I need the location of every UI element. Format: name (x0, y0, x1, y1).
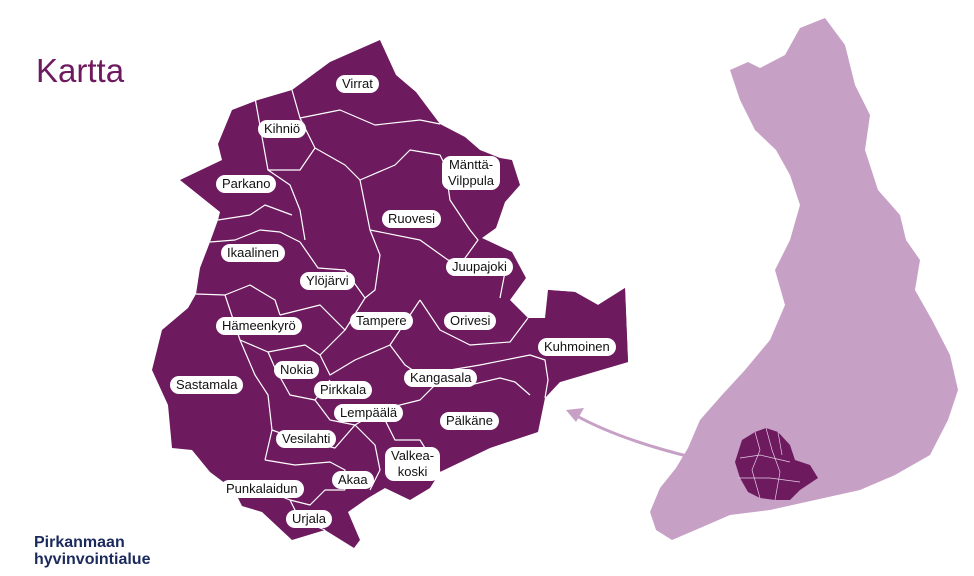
page-title: Kartta (36, 52, 125, 89)
label-ylojarvi: Ylöjärvi (300, 272, 355, 290)
label-sastamala: Sastamala (170, 376, 244, 394)
label-vesilahti: Vesilahti (276, 430, 337, 448)
label-parkano: Parkano (216, 175, 277, 193)
logo-line-2: hyvinvointialue (34, 551, 151, 568)
label-urjala: Urjala (286, 510, 332, 528)
pointer-arrow (574, 413, 696, 460)
label-nokia: Nokia (274, 361, 320, 379)
label-kuhmoinen: Kuhmoinen (538, 338, 616, 356)
label-lempaala: Lempäälä (334, 404, 404, 422)
pointer-arrowhead (566, 408, 584, 422)
label-punkalaidun: Punkalaidun (220, 480, 304, 498)
logo-line-1: Pirkanmaan (34, 534, 125, 551)
finland-silhouette (650, 18, 958, 540)
organization-logo: Pirkanmaan hyvinvointialue (34, 534, 150, 568)
label-pirkkala: Pirkkala (314, 381, 373, 399)
kuhmoinen-region-shape (545, 288, 628, 382)
label-palkane: Pälkäne (440, 412, 499, 430)
label-hameenkyro: Hämeenkyrö (216, 317, 302, 335)
label-valkeakoski: Valkea- koski (385, 447, 441, 481)
label-kangasala: Kangasala (404, 369, 478, 387)
label-juupajoki: Juupajoki (446, 258, 513, 276)
label-kihnio: Kihniö (258, 120, 307, 138)
label-ruovesi: Ruovesi (382, 210, 441, 228)
label-tampere: Tampere (350, 312, 413, 330)
label-orivesi: Orivesi (444, 312, 497, 330)
label-virrat: Virrat (336, 75, 379, 93)
finland-pirkanmaa-borders (738, 427, 801, 501)
label-ikaalinen: Ikaalinen (221, 244, 286, 262)
label-akaa: Akaa (332, 471, 374, 489)
label-mantta-vilppula: Mänttä- Vilppula (442, 156, 501, 190)
